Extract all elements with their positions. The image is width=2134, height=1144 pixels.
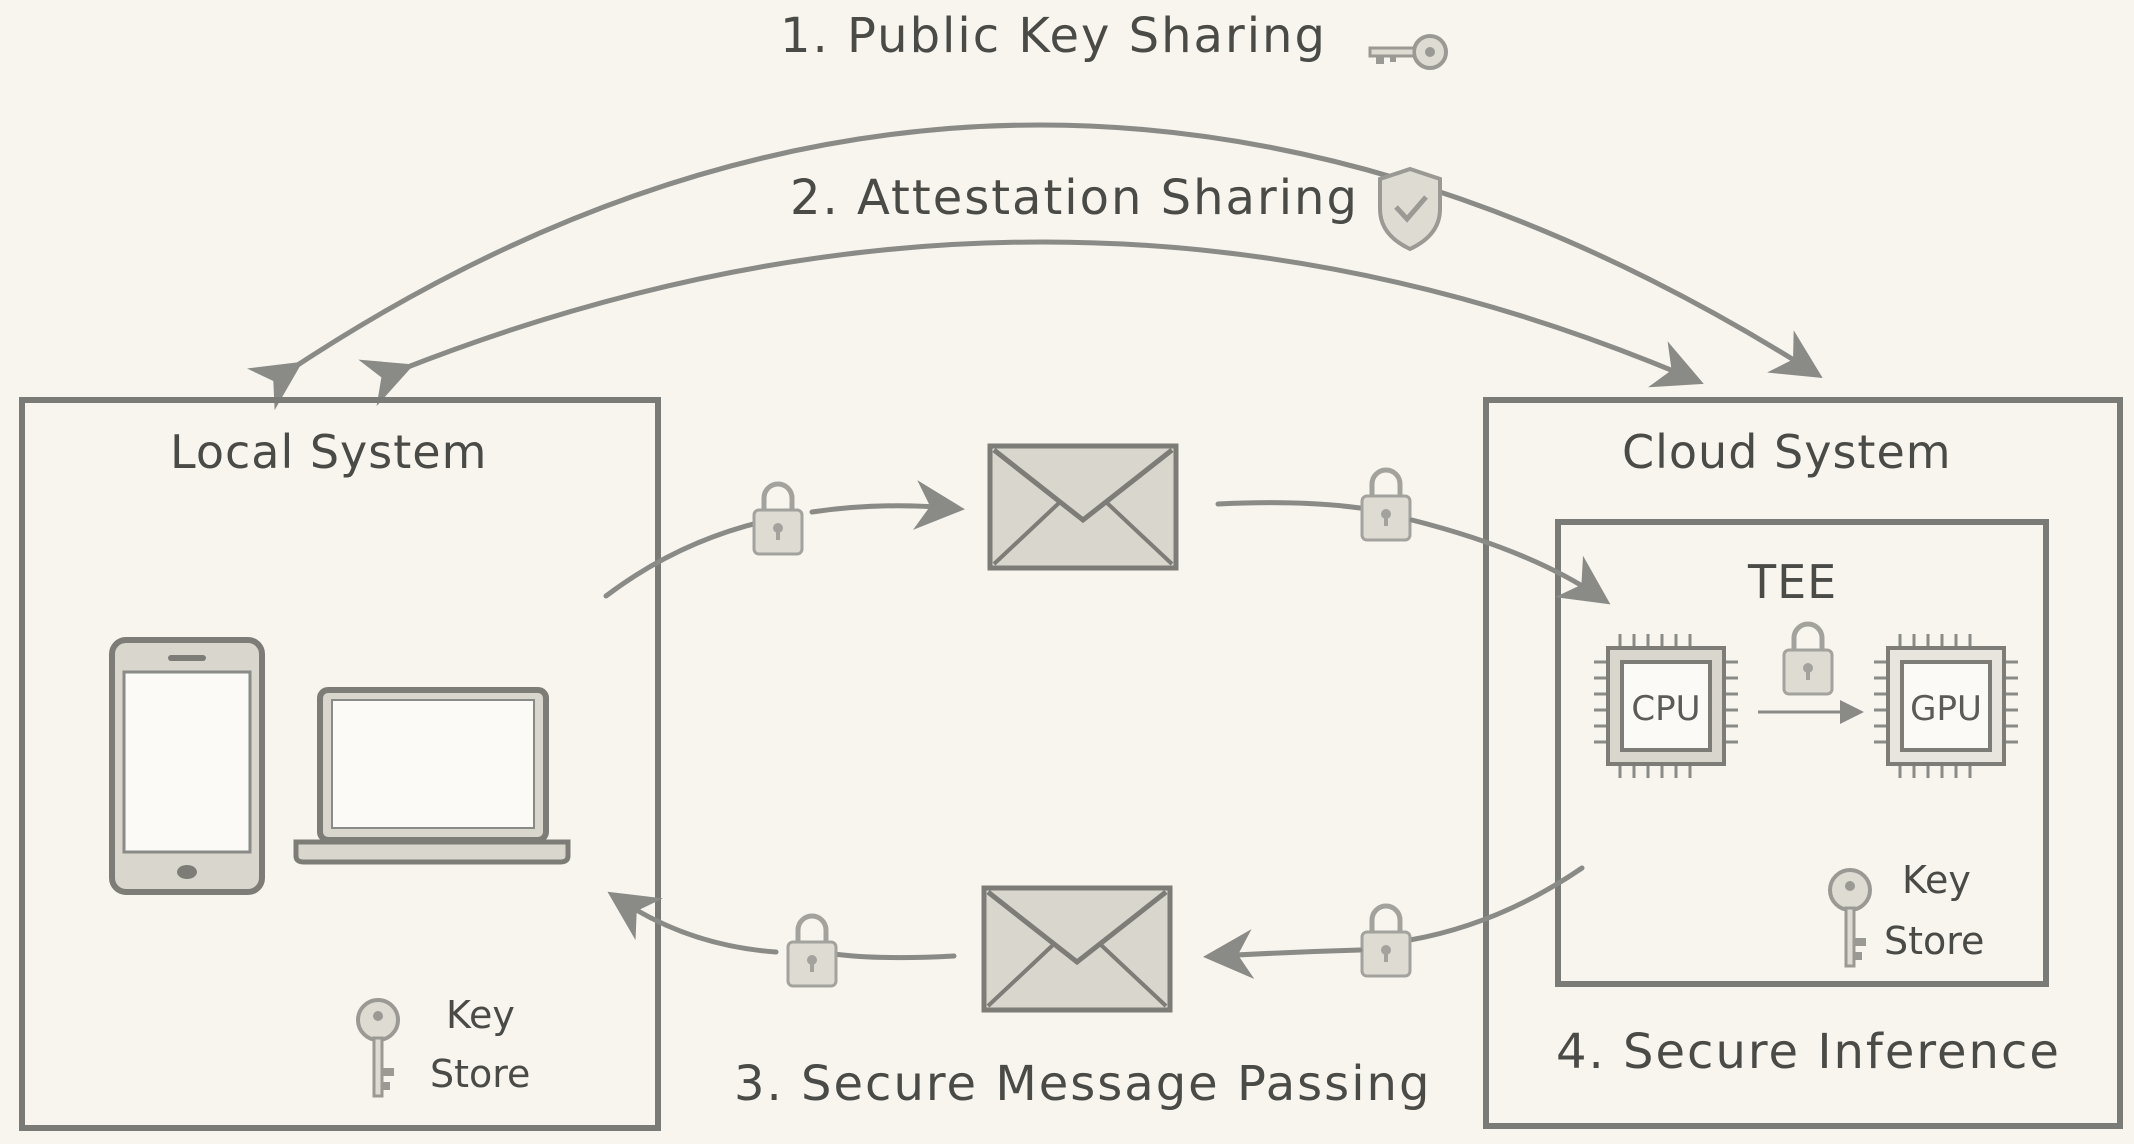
step-2-label: 2. Attestation Sharing xyxy=(790,170,1359,226)
padlock-icon xyxy=(1362,470,1410,540)
outbound-arrow-to-tee xyxy=(1409,517,1611,605)
gpu-label: GPU xyxy=(1910,689,1982,729)
padlock-icon xyxy=(788,916,836,986)
step-4-label: 4. Secure Inference xyxy=(1556,1024,2061,1080)
step-1-label: 1. Public Key Sharing xyxy=(780,8,1327,64)
padlock-icon xyxy=(1784,624,1832,694)
outbound-arrow-from-envelope xyxy=(1215,500,1363,511)
cpu-label: CPU xyxy=(1631,689,1700,729)
local-system-title: Local System xyxy=(170,425,487,479)
cloud-key-store-line-1: Key xyxy=(1902,858,1971,902)
cloud-system-box xyxy=(1483,397,2123,1129)
shield-check-icon xyxy=(1378,166,1442,252)
tee-title: TEE xyxy=(1747,555,1837,609)
envelope-icon xyxy=(990,446,1176,568)
local-key-store-line-2: Store xyxy=(430,1052,530,1096)
inbound-arrow-to-envelope xyxy=(1203,929,1363,980)
envelope-icon xyxy=(984,888,1170,1010)
public-key-sharing-arc xyxy=(247,122,1823,411)
inbound-arrow-from-envelope xyxy=(831,951,957,961)
key-icon xyxy=(1368,34,1448,70)
local-system-box xyxy=(19,397,661,1131)
cloud-key-store-line-2: Store xyxy=(1884,919,1984,963)
outbound-arrow-to-envelope xyxy=(809,480,965,530)
tee-box xyxy=(1555,519,2049,987)
step-3-label: 3. Secure Message Passing xyxy=(734,1056,1431,1112)
key-icon xyxy=(1828,868,1872,968)
gpu-chip-icon xyxy=(1874,634,2018,778)
inbound-arrow-to-local xyxy=(607,891,779,955)
key-icon xyxy=(356,998,400,1098)
cpu-chip-icon xyxy=(1594,634,1738,778)
attestation-sharing-arc xyxy=(358,239,1704,407)
local-key-store-line-1: Key xyxy=(446,993,515,1037)
padlock-icon xyxy=(1362,906,1410,976)
outbound-arrow-left xyxy=(603,517,773,599)
smartphone-icon xyxy=(109,637,265,895)
cloud-system-title: Cloud System xyxy=(1622,425,1952,479)
padlock-icon xyxy=(754,484,802,554)
laptop-icon xyxy=(293,687,571,865)
inbound-arrow-from-tee xyxy=(1407,865,1585,943)
